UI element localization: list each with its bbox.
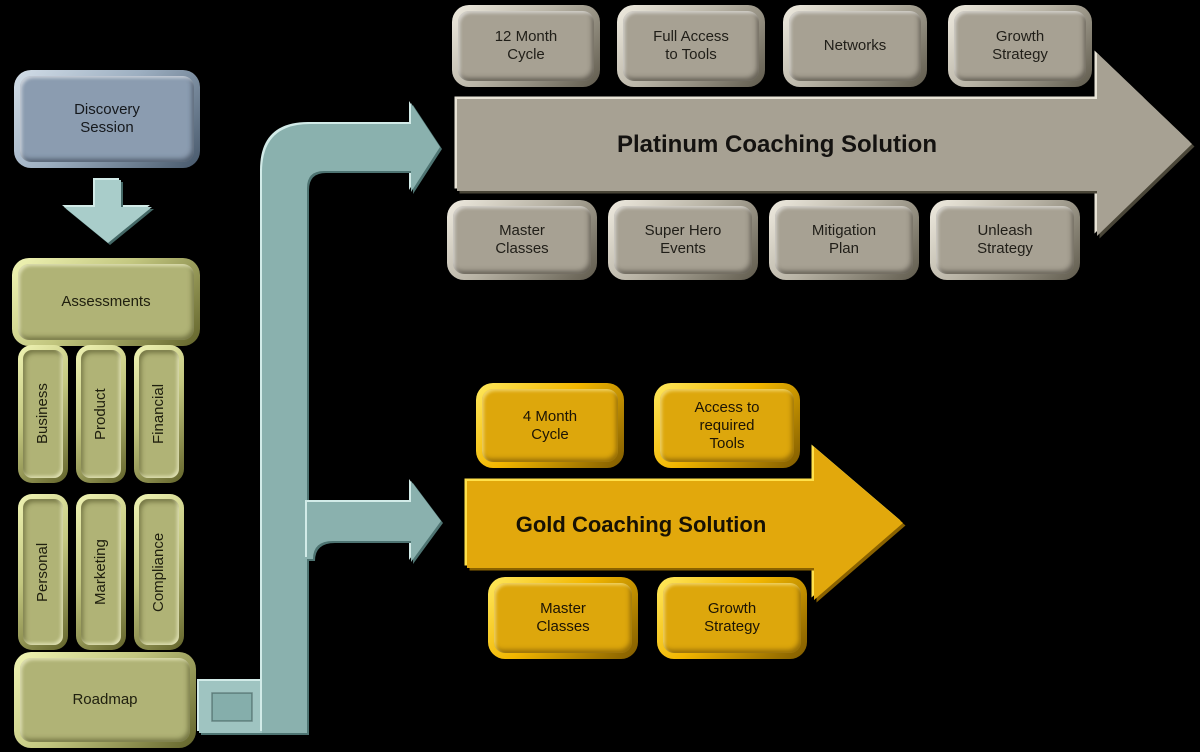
platinum-arrow-title: Platinum Coaching Solution (617, 131, 937, 158)
platinum-item-master-classes: Master Classes (447, 200, 597, 280)
gold-arrow-title: Gold Coaching Solution (515, 511, 767, 537)
platinum-item-label: Growth Strategy (954, 11, 1086, 81)
pillar-compliance-label: Compliance (139, 499, 179, 645)
gold-item-label: 4 Month Cycle (482, 389, 618, 462)
flow-pipe (197, 101, 443, 735)
assessments-box: Assessments (12, 258, 200, 346)
pillar-financial-label: Financial (139, 350, 179, 478)
pillar-product-label: Product (81, 350, 121, 478)
gold-item-label: Access to required Tools (660, 389, 794, 462)
platinum-item-networks: Networks (783, 5, 927, 87)
pillar-personal-label: Personal (23, 499, 63, 645)
gold-item-master-classes: Master Classes (488, 577, 638, 659)
pipe-elbow-arrow (260, 101, 442, 735)
platinum-item-label: Unleash Strategy (936, 206, 1074, 274)
platinum-item-label: Full Access to Tools (623, 11, 759, 81)
platinum-item-label: Super Hero Events (614, 206, 752, 274)
pillar-financial: Financial (134, 345, 184, 483)
platinum-item-12-month-cycle: 12 Month Cycle (452, 5, 600, 87)
pillar-business-label: Business (23, 350, 63, 478)
gold-item-4-month-cycle: 4 Month Cycle (476, 383, 624, 468)
platinum-item-label: Mitigation Plan (775, 206, 913, 274)
platinum-item-label: Networks (789, 11, 921, 81)
pillar-product: Product (76, 345, 126, 483)
pillar-marketing-label: Marketing (81, 499, 121, 645)
assessments-label: Assessments (18, 264, 194, 340)
gold-item-growth-strategy: Growth Strategy (657, 577, 807, 659)
platinum-item-growth-strategy: Growth Strategy (948, 5, 1092, 87)
gold-item-label: Growth Strategy (663, 583, 801, 653)
pipe-connector-stub (197, 679, 267, 735)
pillar-compliance: Compliance (134, 494, 184, 650)
discovery-session-label: Discovery Session (20, 76, 194, 162)
platinum-item-label: 12 Month Cycle (458, 11, 594, 81)
pillar-marketing: Marketing (76, 494, 126, 650)
platinum-item-mitigation-plan: Mitigation Plan (769, 200, 919, 280)
flow-down-arrow (62, 178, 154, 245)
platinum-item-full-access: Full Access to Tools (617, 5, 765, 87)
gold-item-label: Master Classes (494, 583, 632, 653)
platinum-item-unleash-strategy: Unleash Strategy (930, 200, 1080, 280)
platinum-item-super-hero-events: Super Hero Events (608, 200, 758, 280)
gold-item-access-to-tools: Access to required Tools (654, 383, 800, 468)
pillar-business: Business (18, 345, 68, 483)
pillar-personal: Personal (18, 494, 68, 650)
roadmap-label: Roadmap (20, 658, 190, 742)
roadmap-box: Roadmap (14, 652, 196, 748)
discovery-session-box: Discovery Session (14, 70, 200, 168)
platinum-item-label: Master Classes (453, 206, 591, 274)
pipe-branch-arrow (305, 479, 443, 564)
